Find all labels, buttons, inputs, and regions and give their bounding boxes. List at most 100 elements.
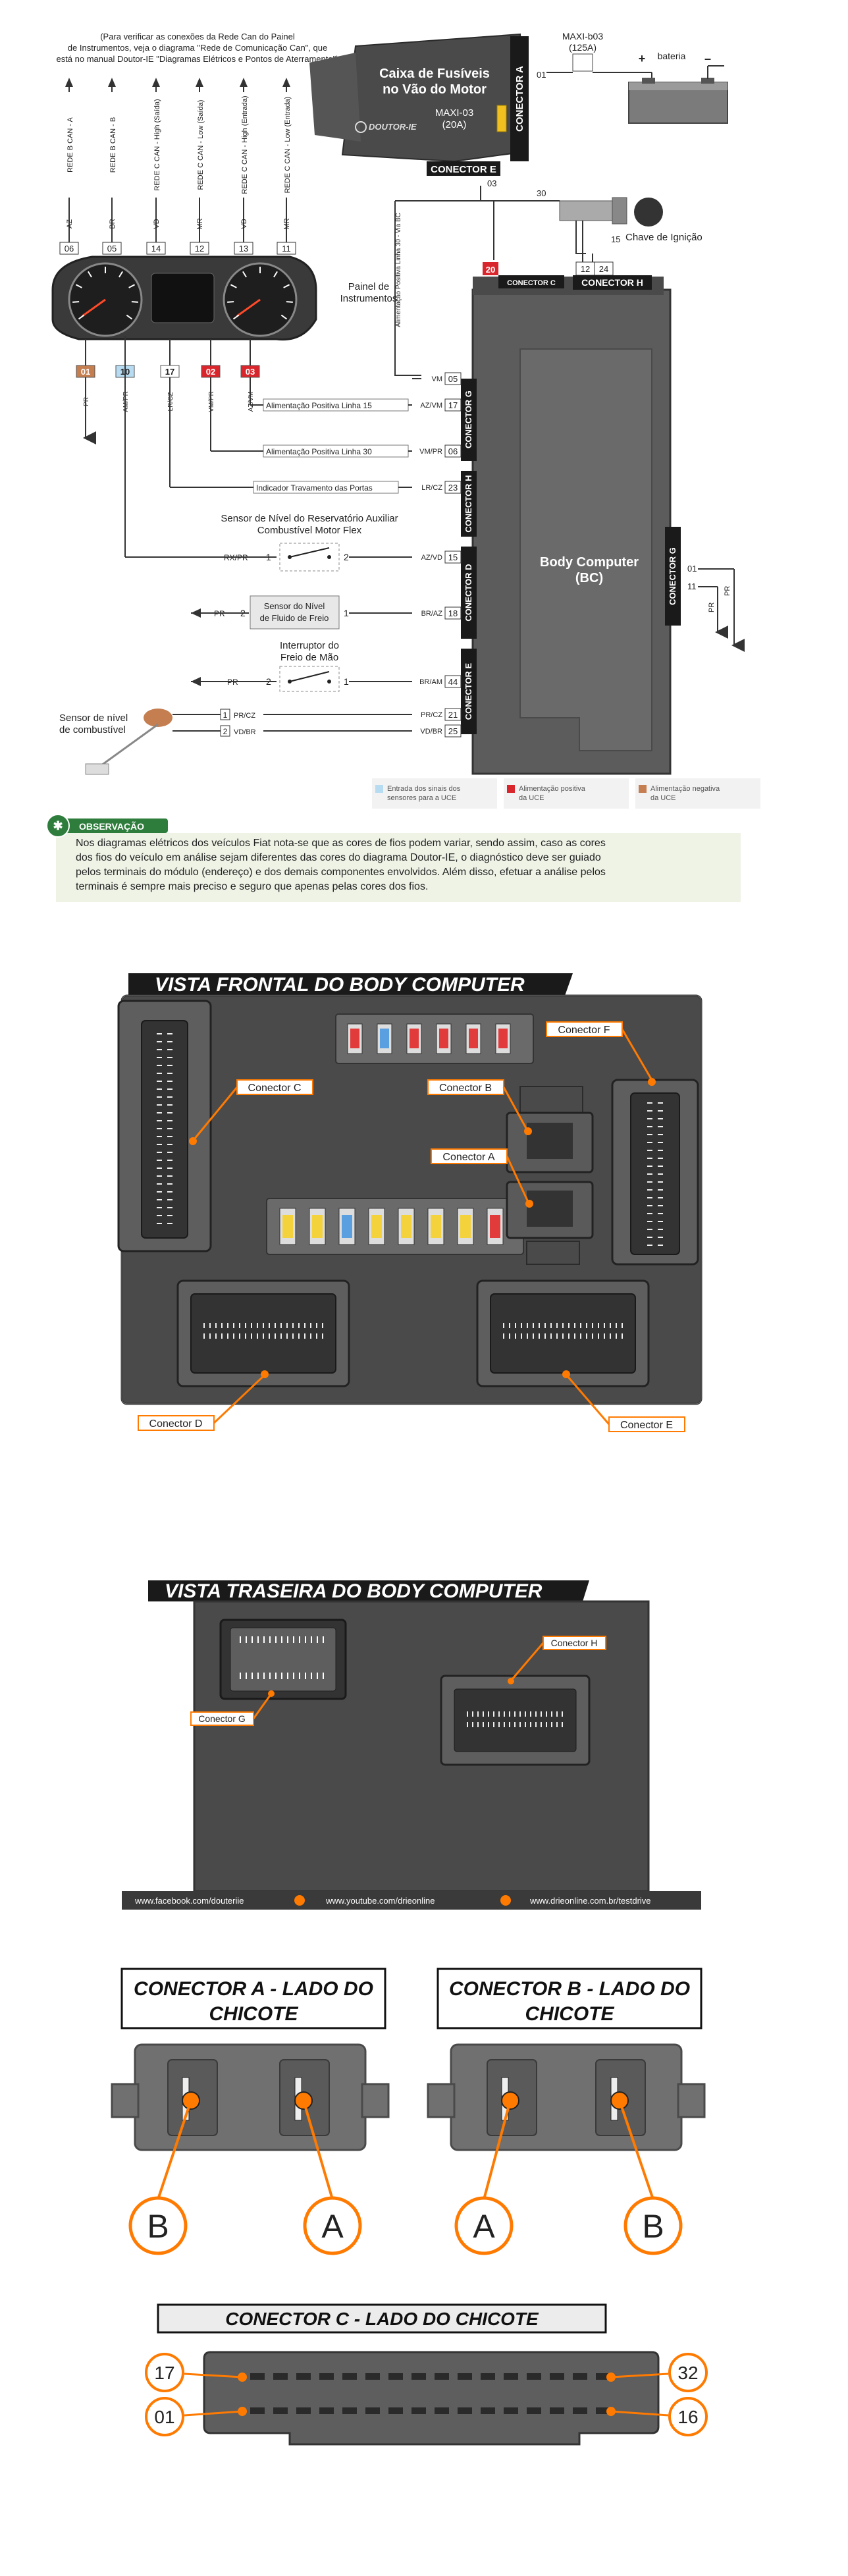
sensor-fluido-freio: Sensor do Nível de Fluido de Freio 2 1 P…: [191, 595, 349, 630]
can-line-pin: 11: [282, 244, 291, 254]
ignition-label: Chave de Ignição: [625, 232, 702, 243]
sensor-combustivel-pin-1: 1: [223, 711, 228, 720]
panel-pin-wire: LR/CZ: [167, 392, 174, 412]
sensor-combustivel-wire-2: VD/BR: [234, 728, 256, 736]
top-note: (Para verificar as conexões da Rede Can …: [56, 32, 338, 64]
observacao: ✱ OBSERVAÇÃO Nos diagramas elétricos dos…: [46, 814, 741, 902]
can-line-pin: 12: [195, 244, 204, 254]
svg-text:Conector F: Conector F: [558, 1025, 610, 1036]
can-line-wire: MR: [283, 218, 291, 229]
front-view-title: VISTA FRONTAL DO BODY COMPUTER: [155, 974, 525, 996]
top-note-line-3: está no manual Doutor-IE "Diagramas Elét…: [56, 54, 338, 64]
pin-slot: [550, 2373, 564, 2380]
bc-conn-c-pin: 20: [486, 265, 495, 275]
panel-label-2: Instrumentos: [340, 293, 398, 304]
sensor-combustivel: Sensor de nível de combustível 1 2 PR/CZ…: [59, 709, 256, 775]
label-conector-h: Conector H: [508, 1636, 606, 1684]
maxi-b03-rating: (125A): [569, 42, 596, 53]
footer-youtube: www.youtube.com/drieonline: [325, 1896, 435, 1906]
pin-slot: [504, 2373, 518, 2380]
bc-conn-c-label: CONECTOR C: [507, 279, 556, 287]
fuse-icon: [350, 1029, 359, 1048]
connector-c-title: CONECTOR C - LADO DO CHICOTE: [225, 2309, 539, 2329]
connector-c-pin-32: 32: [677, 2363, 698, 2383]
pin-slot: [504, 2407, 518, 2414]
bc-circuit-wire: LR/CZ: [421, 484, 442, 492]
pin-slot: [573, 2407, 587, 2414]
can-line-pin: 06: [65, 244, 74, 254]
connector-b-pin-right: B: [642, 2208, 664, 2245]
fuse-pin-03: 03: [487, 178, 496, 188]
pin-slot: [573, 2373, 587, 2380]
bc-circuit-label: Indicador Travamento das Portas: [256, 483, 373, 493]
footer-facebook-icon: [294, 1895, 305, 1906]
panel-pin-number: 03: [246, 367, 255, 377]
interruptor-pin-1: 1: [344, 676, 349, 687]
body-computer: Body Computer (BC) 20 CONECTOR C 12 24 C…: [461, 261, 745, 775]
fuse-icon: [371, 1215, 382, 1238]
observacao-title: OBSERVAÇÃO: [79, 820, 144, 832]
bc-circuit-wire: VM: [432, 375, 443, 383]
bc-right-pin-01: 01: [687, 564, 697, 574]
pin-slot: [411, 2373, 426, 2380]
sensor-reservatorio: Sensor de Nível do Reservatório Auxiliar…: [124, 336, 398, 572]
legend-text: Entrada dos sinais dos: [387, 785, 461, 793]
connector-a-pin-right: A: [321, 2208, 344, 2245]
connector-a-title-1: CONECTOR A - LADO DO: [134, 1978, 373, 2000]
pin-slot: [458, 2407, 472, 2414]
pin-slot: [481, 2407, 495, 2414]
can-line-pin: 05: [107, 244, 117, 254]
label-conector-c: Conector C: [189, 1079, 313, 1145]
can-line-label: REDE C CAN - Low (Saída): [197, 100, 205, 190]
ignition-pin-15: 15: [611, 234, 620, 244]
bc-side-h: CONECTOR H: [464, 475, 473, 532]
can-line-label: REDE B CAN - A: [66, 117, 74, 172]
connector-b-pin-left: A: [473, 2208, 495, 2245]
bc-circuit-label: Alimentação Positiva Linha 15: [266, 401, 372, 410]
sensor-reservatorio-pin-2: 2: [344, 552, 349, 562]
bc-circuit-wire: AZ/VM: [420, 402, 442, 410]
bc-circuit-pin: 23: [448, 483, 458, 493]
bc-circuit-pin: 25: [448, 726, 458, 736]
footer-youtube-icon: [500, 1895, 511, 1906]
bc-circuit-pin: 15: [448, 552, 458, 562]
fuse-icon: [469, 1029, 478, 1048]
bc-right-wire-pr: PR: [724, 586, 731, 596]
bc-conn-h-label: CONECTOR H: [581, 277, 643, 288]
panel-pin-number: 02: [206, 367, 215, 377]
connector-b-title-2: CHICOTE: [525, 2003, 615, 2025]
connector-a-vertical-label: CONECTOR A: [514, 66, 525, 132]
svg-text:Conector C: Conector C: [248, 1083, 302, 1094]
ignition-key: Chave de Ignição 30 15: [394, 186, 702, 376]
panel-label-1: Painel de: [348, 281, 390, 292]
bc-side-e: CONECTOR E: [464, 662, 473, 720]
bc-circuit-wire: PR/CZ: [421, 711, 442, 719]
fuse-icon: [342, 1215, 352, 1238]
can-line-pin: 14: [151, 244, 161, 254]
fuse-icon: [312, 1215, 323, 1238]
battery-minus: –: [704, 52, 711, 65]
pin-slot: [342, 2373, 357, 2380]
sensor-reservatorio-title-1: Sensor de Nível do Reservatório Auxiliar: [221, 513, 398, 524]
sensor-combustivel-pin-2: 2: [223, 727, 228, 736]
sensor-combustivel-title-2: de combustível: [59, 724, 126, 736]
can-line-wire: MR: [196, 218, 204, 229]
pin-slot: [250, 2373, 265, 2380]
label-conector-a: Conector A: [431, 1148, 533, 1208]
fuse-icon: [490, 1215, 500, 1238]
sensor-freio-title-2: de Fluido de Freio: [260, 613, 329, 623]
bc-side-d: CONECTOR D: [464, 564, 473, 621]
bc-circuit-pin: 44: [448, 677, 458, 687]
